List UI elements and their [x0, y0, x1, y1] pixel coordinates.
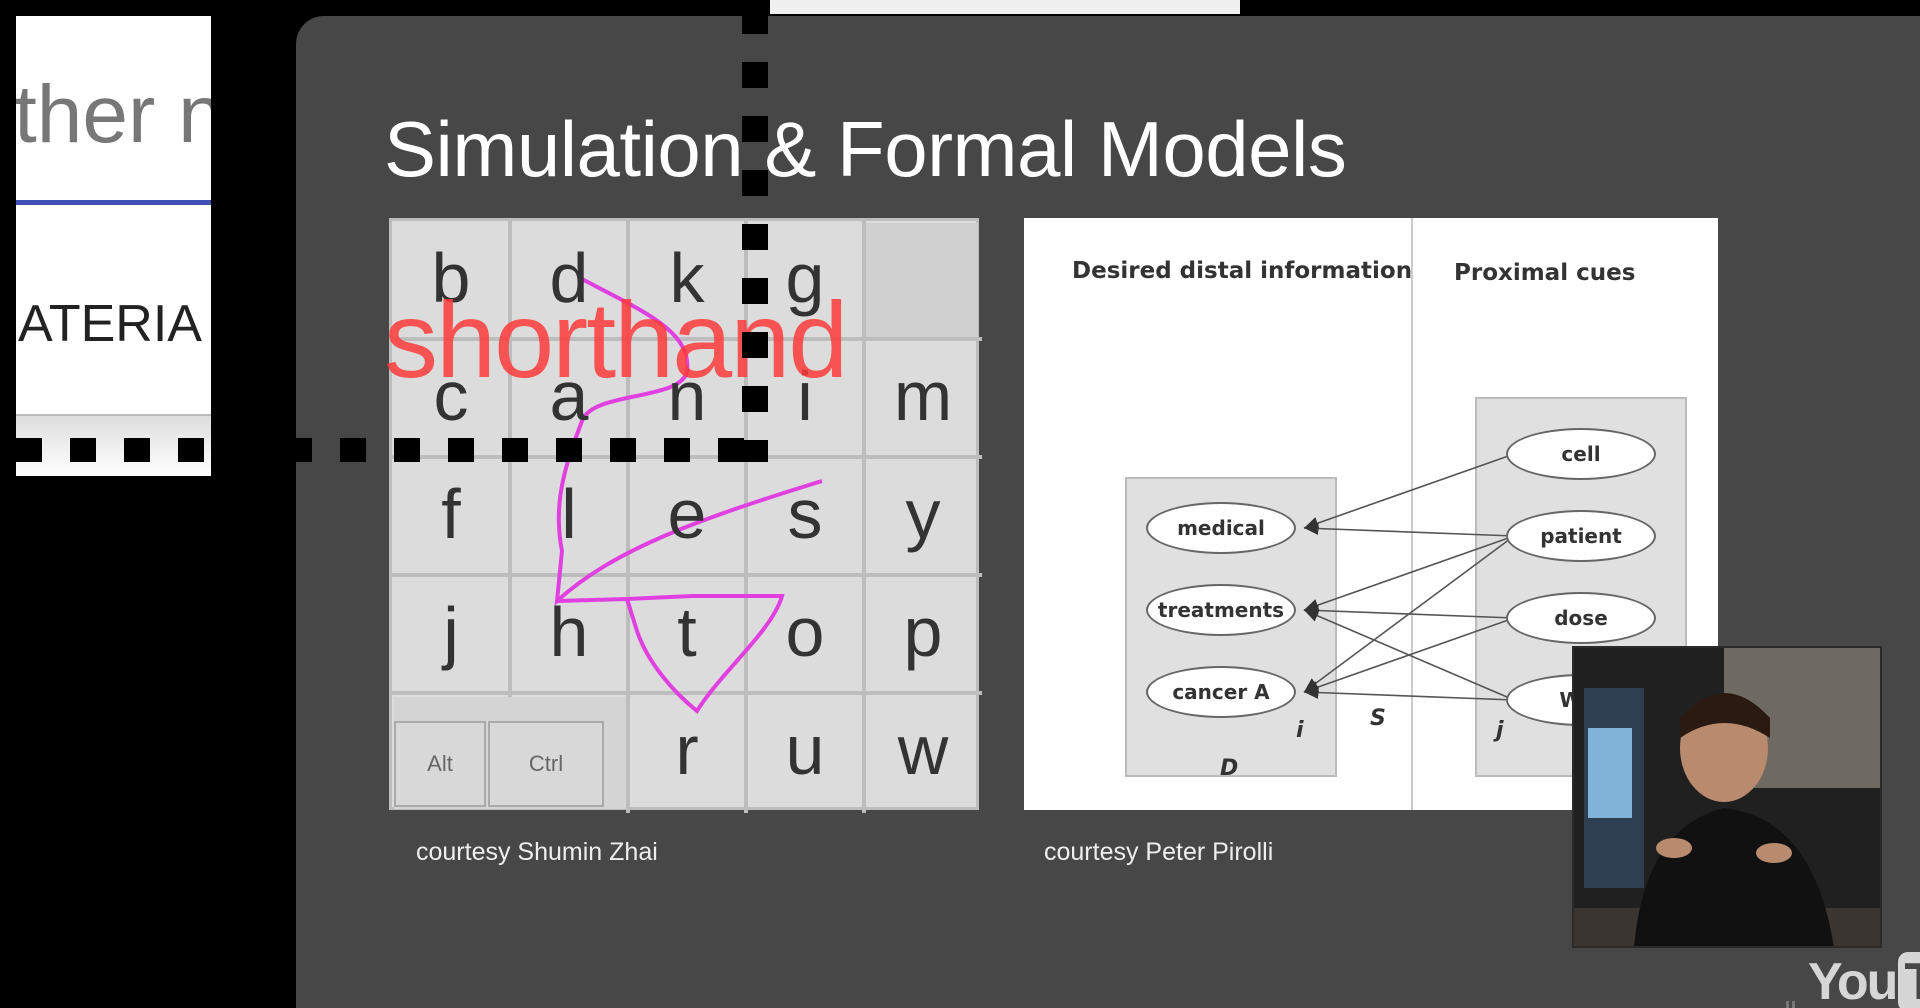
label-i: i	[1296, 718, 1304, 743]
divider	[16, 414, 211, 416]
key-ctrl: Ctrl	[488, 721, 604, 807]
active-tab-underline	[16, 200, 211, 205]
youtube-logo-you: You	[1808, 953, 1898, 1008]
key-k: k	[669, 239, 705, 317]
pause-icon[interactable]	[1786, 1000, 1798, 1008]
right-caption: courtesy Peter Pirolli	[1044, 838, 1274, 866]
node-medical: medical	[1146, 502, 1296, 554]
key-g: g	[785, 239, 825, 317]
label-j: j	[1496, 718, 1504, 743]
left-caption: courtesy Shumin Zhai	[416, 838, 658, 866]
key-t: t	[677, 593, 697, 671]
key-b: b	[431, 239, 471, 317]
node-dose: dose	[1506, 592, 1656, 644]
selection-border-horizontal	[16, 438, 768, 462]
distal-header: Desired distal information	[1072, 258, 1413, 284]
proximal-header: Proximal cues	[1454, 260, 1636, 286]
shorthand-keyboard-figure: b d k g c a n i m f l e s y j h t o p r …	[389, 218, 982, 813]
background-strip	[770, 0, 1240, 14]
key-i: i	[797, 357, 813, 435]
key-m: m	[893, 357, 953, 435]
node-cancer: cancer A	[1146, 666, 1296, 718]
youtube-logo-tube: Tu	[1898, 952, 1920, 1008]
materials-tab[interactable]: ATERIA	[18, 295, 202, 353]
key-n: n	[667, 357, 707, 435]
speaker-webcam-inset	[1572, 646, 1882, 948]
key-p: p	[903, 593, 943, 671]
key-r: r	[675, 711, 699, 789]
video-player[interactable]: Simulation & Formal Models b d k g c a n…	[296, 16, 1920, 1008]
gesture-path	[554, 277, 823, 714]
label-d: D	[1220, 756, 1239, 781]
key-s: s	[787, 475, 823, 553]
key-f: f	[441, 475, 461, 553]
key-h: h	[549, 593, 589, 671]
key-e: e	[667, 475, 707, 553]
key-o: o	[785, 593, 825, 671]
key-l: l	[561, 475, 577, 553]
background-document: ther n ATERIA	[16, 16, 211, 476]
node-patient: patient	[1506, 510, 1656, 562]
key-a: a	[549, 357, 589, 435]
speaker-video-frame	[1574, 648, 1880, 946]
key-d: d	[549, 239, 589, 317]
key-w: w	[897, 711, 949, 789]
key-j: j	[443, 593, 459, 671]
youtube-logo[interactable]: YouTu	[1808, 952, 1920, 1008]
shorthand-overlay-word: shorthand	[384, 279, 848, 400]
label-s: S	[1370, 706, 1386, 731]
key-c: c	[433, 357, 469, 435]
key-u: u	[785, 711, 825, 789]
node-cell: cell	[1506, 428, 1656, 480]
document-heading: ther n	[16, 69, 211, 160]
key-alt: Alt	[394, 721, 486, 807]
node-treatments: treatments	[1146, 584, 1296, 636]
slide-title: Simulation & Formal Models	[384, 105, 1347, 193]
key-y: y	[905, 475, 941, 553]
selection-border-vertical	[742, 8, 768, 462]
